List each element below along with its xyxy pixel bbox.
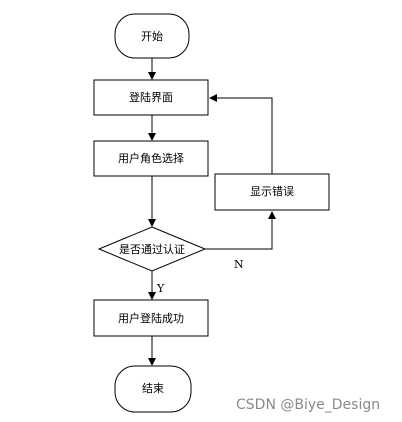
edge-decision-to-error bbox=[205, 211, 276, 250]
edge-error-to-login bbox=[209, 94, 273, 174]
show-error-process bbox=[214, 173, 330, 211]
login-success-process bbox=[93, 299, 209, 337]
login-success-label: 用户登陆成功 bbox=[118, 311, 184, 325]
end-terminal bbox=[114, 365, 192, 413]
yes-label: Y bbox=[156, 282, 165, 295]
show-error-label: 显示错误 bbox=[250, 184, 294, 198]
watermark: CSDN @Biye_Design bbox=[236, 397, 380, 413]
role-select-label: 用户角色选择 bbox=[118, 151, 184, 165]
no-label: N bbox=[234, 258, 244, 271]
login-page-process bbox=[93, 79, 209, 116]
role-select-process bbox=[93, 140, 209, 177]
auth-check-label: 是否通过认证 bbox=[119, 243, 185, 256]
login-page-label: 登陆界面 bbox=[129, 90, 173, 104]
end-label: 结束 bbox=[142, 382, 164, 395]
start-label: 开始 bbox=[141, 29, 163, 43]
